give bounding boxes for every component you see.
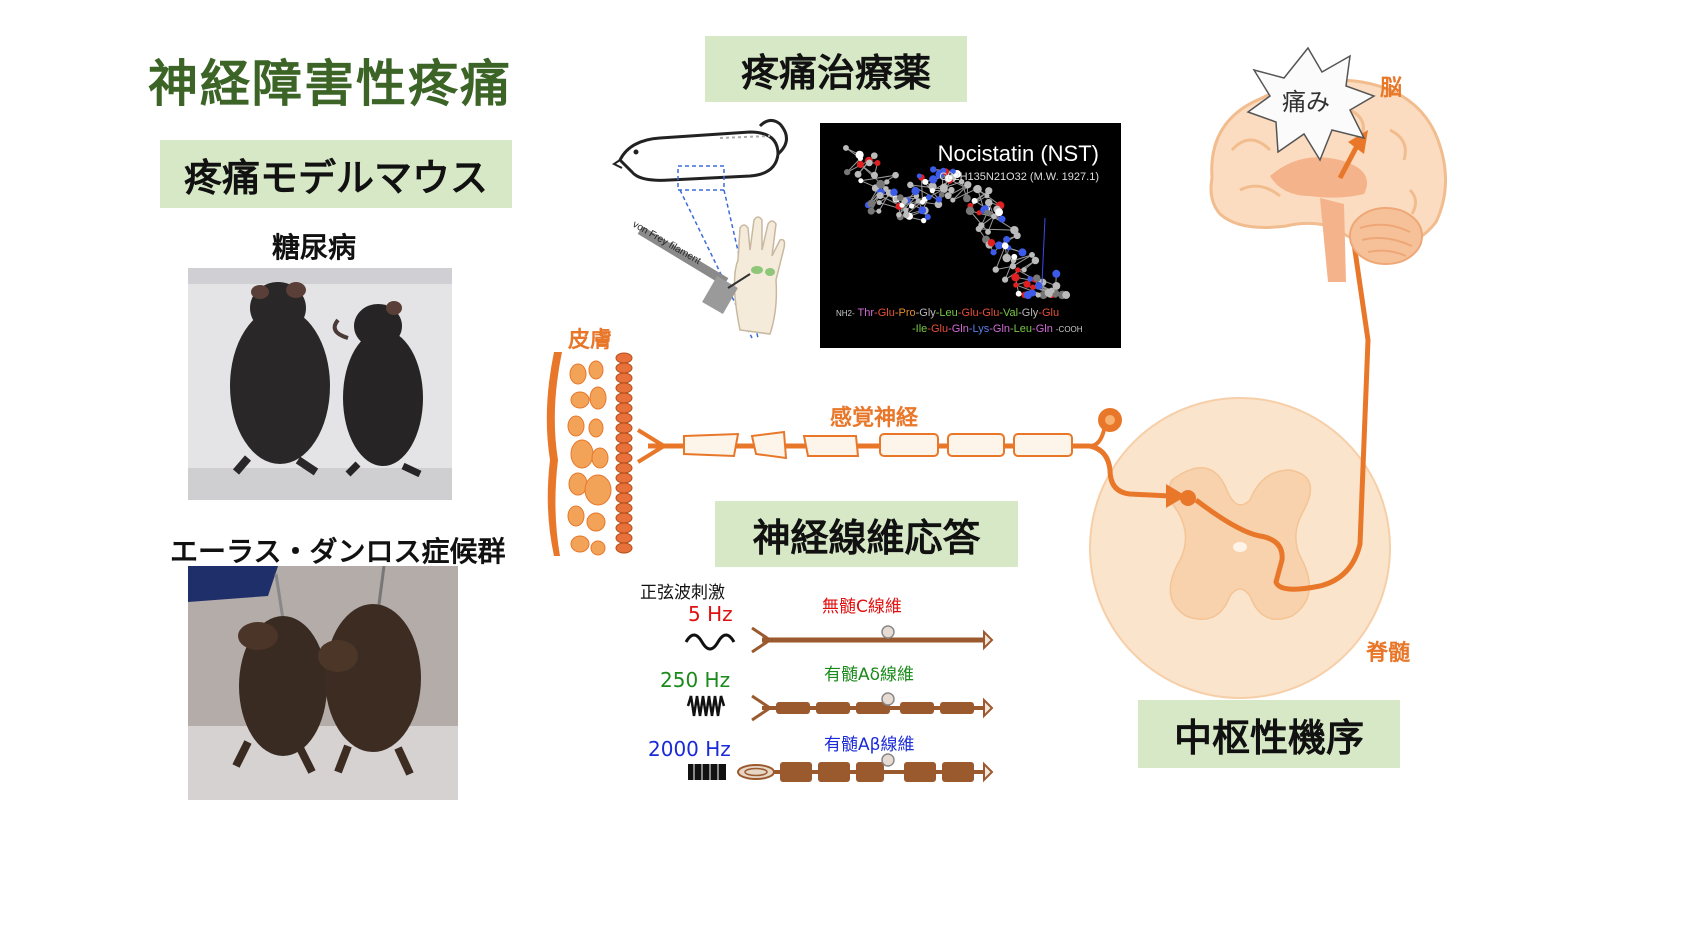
skin-label: 皮膚 [568,328,613,353]
amino-acid: -Pro [894,307,916,319]
freq-label-250hz: 250 Hz [660,668,731,692]
sine-wave-5hz-icon [684,633,736,651]
amino-acid: -Glu [927,323,949,335]
amino-acid: -Glu [1038,307,1060,319]
sequence-suffix: -COOH [1055,325,1083,334]
abeta-fiber [737,753,994,783]
model-mouse-label: 疼痛モデルマウス [183,155,488,200]
page-title: 神経障害性疼痛 [148,55,512,113]
fiber-label-c: 無髄C線維 [822,597,902,617]
amino-acid: -Leu [935,307,958,319]
amino-acid: -Gly [915,307,936,319]
amino-acid: -Gln [989,323,1010,335]
skin-illustration [546,352,633,556]
model-mouse-box: 疼痛モデルマウス [160,140,512,208]
nocistatin-panel: Nocistatin (NST) C82H135N21O32 (M.W. 192… [820,123,1121,348]
amino-acid: -Lys [968,323,990,335]
amino-acid: -Glu [874,307,895,319]
amino-acid: -Glu [978,307,1000,319]
freq-label-2000hz: 2000 Hz [648,737,731,761]
diabetes-mouse-photo [188,268,452,500]
brain-label: 脳 [1380,76,1403,101]
molecule-formula: C82H135N21O32 (M.W. 1927.1) [939,171,1099,183]
fiber-response-box: 神経線維応答 [715,501,1018,567]
pain-label: 痛み [1282,88,1330,116]
drug-box: 疼痛治療薬 [705,36,967,102]
sequence-line-2: -Ile-Glu-Gln-Lys-Gln-Leu-Gln -COOH [912,323,1083,335]
fiber-response-label: 神経線維応答 [752,515,981,560]
fiber-label-adelta: 有髄Aδ線維 [824,665,915,685]
amino-acid: -Ile [912,323,928,335]
drug-label: 疼痛治療薬 [740,50,931,95]
adelta-fiber [751,692,994,722]
freq-label-5hz: 5 Hz [688,602,733,626]
amino-acid: -Gln [948,323,969,335]
sensory-nerve-label: 感覚神経 [830,406,919,431]
diabetes-mice-image [188,268,452,500]
fiber-label-abeta: 有髄Aβ線維 [824,735,915,755]
amino-acid: -Leu [1010,323,1033,335]
amino-acid: -Gln [1032,323,1053,335]
central-mechanism-label: 中枢性機序 [1173,715,1364,760]
amino-acid: -Gly [1018,307,1039,319]
sequence-line-1: NH2- Thr-Glu-Pro-Gly-Leu-Glu-Glu-Val-Gly… [836,307,1059,319]
eds-mice-image [188,566,458,800]
c-fiber [751,625,994,654]
spinal-cord-label: 脊髄 [1366,641,1411,666]
sequence-prefix: NH2- [836,309,855,318]
diabetes-label: 糖尿病 [272,231,357,264]
amino-acid: -Val [999,307,1019,319]
von-frey-illustration: von Frey filament [612,119,788,339]
amino-acid: Thr [857,307,875,319]
fiber-diagrams [684,625,994,783]
eds-mouse-photo [188,566,458,800]
sine-wave-2000hz-icon [688,764,726,780]
molecule-structure-image [843,144,1071,300]
molecule-name: Nocistatin (NST) [937,141,1099,166]
central-mechanism-box: 中枢性機序 [1138,700,1400,768]
pain-burst-icon [1246,46,1376,162]
myelin-segments [683,430,1073,460]
eds-label: エーラス・ダンロス症候群 [170,535,506,568]
stimulus-header: 正弦波刺激 [640,583,725,603]
amino-acid: -Glu [957,307,979,319]
sine-wave-250hz-icon [686,695,726,717]
